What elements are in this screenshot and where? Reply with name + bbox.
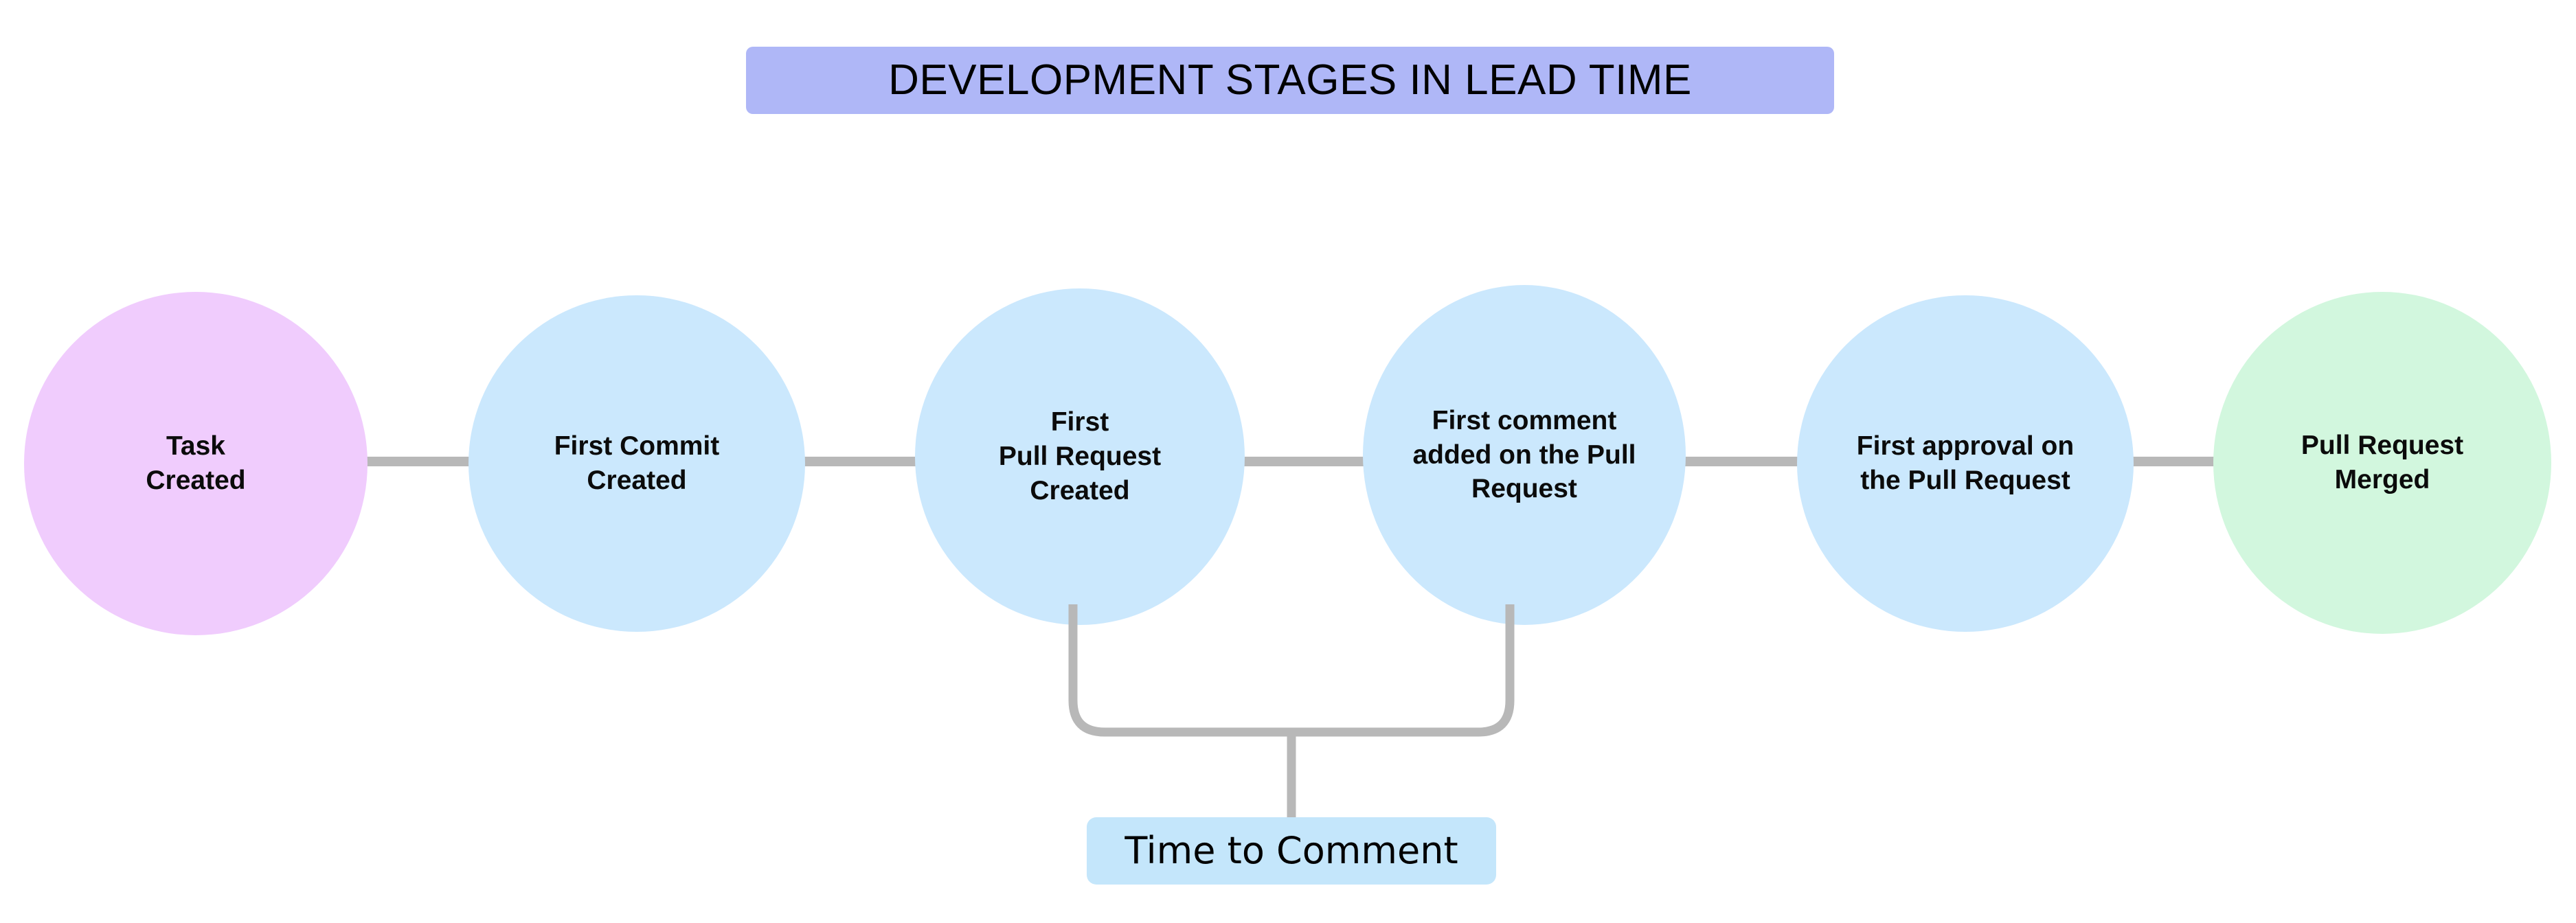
stage-label-pull-request-merged: Pull Request Merged bbox=[2301, 431, 2464, 494]
page-title-text: DEVELOPMENT STAGES IN LEAD TIME bbox=[888, 56, 1692, 104]
connector-pr-to-comment bbox=[1236, 457, 1372, 466]
stage-label-first-approval: First approval on the Pull Request bbox=[1856, 431, 2075, 495]
bracket-path bbox=[1068, 604, 1515, 737]
callout-label-time-to-comment: Time to Comment bbox=[1125, 829, 1458, 872]
connector-approval-to-merged bbox=[2125, 457, 2222, 466]
stage-label-first-comment: First comment added on the Pull Request bbox=[1412, 405, 1636, 504]
stage-node-task-created[interactable]: Task Created bbox=[24, 292, 368, 635]
time-to-comment-bracket bbox=[1068, 604, 1515, 817]
connector-comment-to-approval bbox=[1677, 457, 1807, 466]
connector-commit-to-pr bbox=[797, 457, 924, 466]
stage-label-task-created: Task Created bbox=[146, 431, 246, 495]
stage-node-pull-request-merged[interactable]: Pull Request Merged bbox=[2213, 292, 2551, 634]
page-title: DEVELOPMENT STAGES IN LEAD TIME bbox=[746, 47, 1834, 114]
stage-node-first-commit[interactable]: First Commit Created bbox=[468, 295, 805, 632]
stage-node-first-approval[interactable]: First approval on the Pull Request bbox=[1797, 295, 2134, 632]
stage-label-first-pull-request: First Pull Request Created bbox=[998, 407, 1162, 505]
connector-task-to-commit bbox=[361, 457, 477, 466]
callout-time-to-comment[interactable]: Time to Comment bbox=[1087, 817, 1496, 885]
stage-node-first-comment[interactable]: First comment added on the Pull Request bbox=[1363, 285, 1686, 625]
stage-label-first-commit: First Commit Created bbox=[554, 431, 720, 495]
stage-node-first-pull-request[interactable]: First Pull Request Created bbox=[915, 288, 1245, 625]
